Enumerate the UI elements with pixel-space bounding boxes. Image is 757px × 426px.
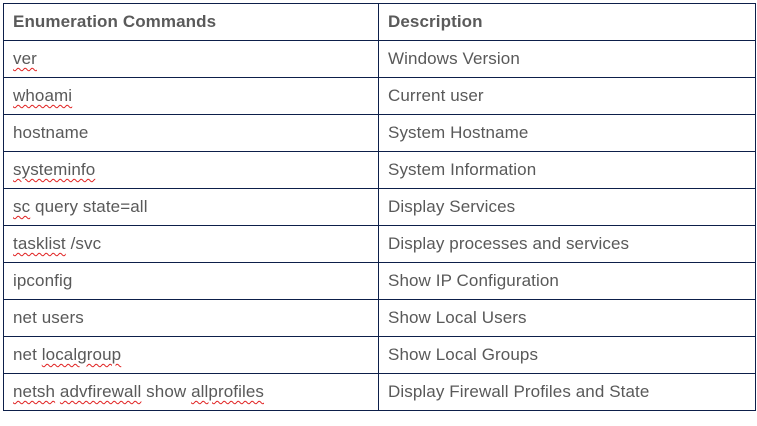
command-cell: sc query state=all	[3, 188, 379, 226]
description-cell: System Hostname	[378, 114, 756, 152]
table-row: ipconfig Show IP Configuration	[3, 262, 756, 300]
description-cell: Windows Version	[378, 40, 756, 78]
description-cell: Show IP Configuration	[378, 262, 756, 300]
table-row: whoami Current user	[3, 77, 756, 115]
command-text-spellcheck-flagged: localgroup	[41, 345, 122, 364]
table-row: ver Windows Version	[3, 40, 756, 78]
command-text: hostname	[13, 123, 89, 142]
description-cell: Current user	[378, 77, 756, 115]
command-text-spellcheck-flagged: advfirewall	[59, 382, 142, 401]
command-text: net users	[13, 308, 84, 327]
command-text-spellcheck-flagged: systeminfo	[13, 160, 96, 179]
command-cell: netsh advfirewall show allprofiles	[3, 373, 379, 411]
table-header-row: Enumeration Commands Description	[3, 3, 756, 41]
description-cell: Display Firewall Profiles and State	[378, 373, 756, 411]
description-cell: Show Local Groups	[378, 336, 756, 374]
description-cell: System Information	[378, 151, 756, 189]
command-text-spellcheck-flagged: netsh	[13, 382, 56, 401]
command-cell: systeminfo	[3, 151, 379, 189]
header-command: Enumeration Commands	[3, 3, 379, 41]
command-cell: hostname	[3, 114, 379, 152]
command-text: ipconfig	[13, 271, 73, 290]
command-text: /svc	[65, 234, 102, 253]
command-text-spellcheck-flagged: allprofiles	[191, 382, 264, 401]
command-text-spellcheck-flagged: tasklist	[13, 234, 66, 253]
command-cell: net users	[3, 299, 379, 337]
enumeration-commands-table: Enumeration Commands Description ver Wind…	[3, 3, 756, 411]
command-text-spellcheck-flagged: whoami	[13, 86, 73, 105]
command-cell: ipconfig	[3, 262, 379, 300]
command-text: net	[13, 345, 42, 364]
command-cell: ver	[3, 40, 379, 78]
command-cell: whoami	[3, 77, 379, 115]
command-cell: net localgroup	[3, 336, 379, 374]
header-description: Description	[378, 3, 756, 41]
command-cell: tasklist /svc	[3, 225, 379, 263]
command-text-spellcheck-flagged: ver	[13, 49, 37, 68]
description-cell: Show Local Users	[378, 299, 756, 337]
table-row: net users Show Local Users	[3, 299, 756, 337]
table-row: hostname System Hostname	[3, 114, 756, 152]
table-row: systeminfo System Information	[3, 151, 756, 189]
description-cell: Display processes and services	[378, 225, 756, 263]
command-text: query state=all	[30, 197, 148, 216]
description-cell: Display Services	[378, 188, 756, 226]
command-text: show	[141, 382, 192, 401]
command-text-spellcheck-flagged: sc	[13, 197, 31, 216]
